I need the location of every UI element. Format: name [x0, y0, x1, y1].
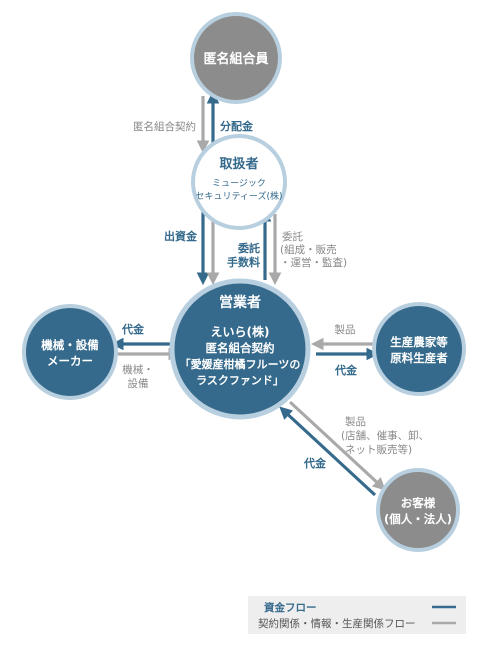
investors-title: 匿名組合員 [203, 51, 268, 67]
cust-products-label-line2: (店舗、催事、卸、 [341, 429, 429, 442]
maker-line2: メーカー [47, 354, 93, 368]
investment-label: 出資金 [164, 229, 198, 243]
investors-node: 匿名組合員 [190, 12, 282, 104]
customers-line1: お客様 [401, 496, 436, 510]
handler-line2: セキュリティーズ(株) [195, 190, 282, 202]
entrust-label-line1: 委託 [282, 230, 303, 243]
legend-money-label: 資金フロー [264, 601, 317, 614]
farmers-line2: 原料生産者 [390, 351, 448, 365]
farmers-node: 生産農家等 原料生産者 [372, 302, 466, 396]
entrust-label-line2: (組成・販売 [280, 243, 337, 256]
cust-products-label-line3: ネット販売等) [345, 443, 412, 456]
legend-info-label: 契約関係・情報・生産関係フロー [258, 617, 416, 630]
handler-line1: ミュージック [212, 178, 266, 189]
contract-label: 匿名組合契約 [133, 120, 196, 133]
legend: 資金フロー 契約関係・情報・生産関係フロー [248, 596, 466, 634]
handler-node: 取扱者 ミュージック セキュリティーズ(株) [191, 134, 287, 230]
farmers-line1: 生産農家等 [390, 335, 448, 349]
maker-line1: 機械・設備 [41, 338, 99, 352]
farm-products-label: 製品 [335, 323, 356, 336]
entrust-label-line3: ・運営・監査) [280, 256, 347, 269]
maker-goods-label-line1: 機械・ [122, 363, 154, 376]
operator-title: 営業者 [219, 294, 261, 311]
customers-line2: (個人・法人) [384, 512, 452, 526]
operator-node: 営業者 えいら(株) 匿名組合契約 「愛媛産柑橘フルーツの ラスクファンド」 [169, 278, 311, 420]
operator-line2: 匿名組合契約 [206, 341, 275, 355]
cust-products-label-line1: 製品 [345, 415, 366, 428]
cust-payment-label: 代金 [303, 456, 327, 470]
cust-payment-flow-line [279, 406, 377, 497]
operator-line4: ラスクファンド」 [196, 374, 284, 387]
cust-products-flow-line [288, 400, 386, 491]
fee-label-line2: 手数料 [227, 255, 260, 269]
operator-line3: 「愛媛産柑橘フルーツの [180, 357, 301, 371]
maker-goods-label-line2: 設備 [128, 377, 149, 390]
customers-node: お客様 (個人・法人) [376, 468, 460, 552]
handler-title: 取扱者 [219, 156, 258, 172]
fee-label-line1: 委託 [237, 241, 260, 255]
operator-line1: えいら(株) [211, 324, 270, 339]
distribution-label: 分配金 [220, 119, 254, 133]
maker-node: 機械・設備 メーカー [22, 304, 118, 400]
maker-payment-label: 代金 [121, 322, 145, 336]
farm-payment-label: 代金 [334, 363, 358, 377]
